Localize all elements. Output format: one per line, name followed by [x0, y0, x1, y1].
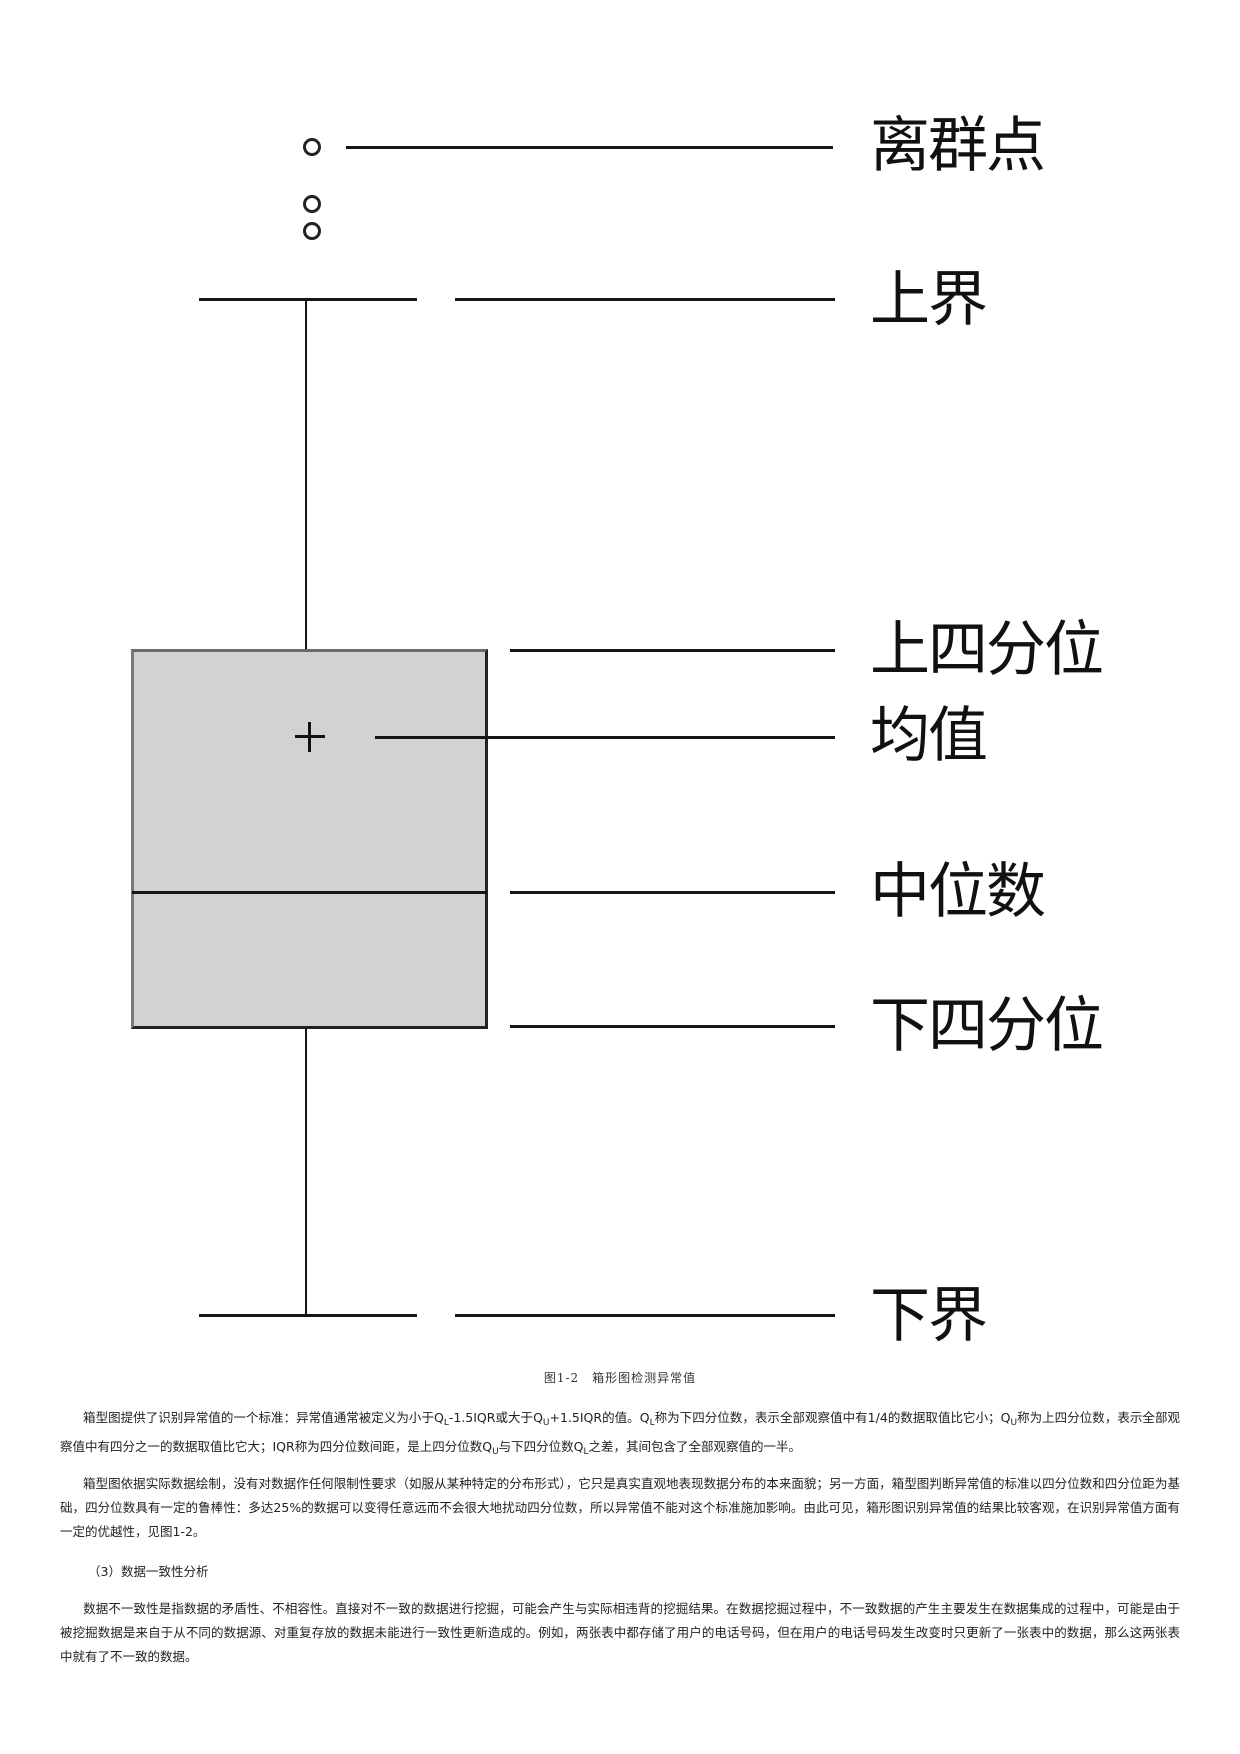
iqr-box: [131, 649, 488, 1029]
text-run: +1.5IQR的值。Q: [549, 1410, 650, 1425]
upper-whisker-cap: [199, 298, 417, 301]
subscript: L: [583, 1447, 589, 1457]
text-run: 箱型图提供了识别异常值的一个标准：异常值通常被定义为小于Q: [83, 1410, 444, 1425]
outlier-point: [303, 222, 321, 240]
figure-caption: 图1-2 箱形图检测异常值: [543, 1371, 697, 1385]
label-outlier: 离群点: [870, 111, 1046, 181]
upper-bound-leader-line: [455, 298, 835, 301]
label-upper-bound: 上界: [870, 265, 988, 335]
label-upper-quartile: 上四分位: [870, 615, 1104, 685]
outlier-point: [303, 195, 321, 213]
label-mean: 均值: [870, 701, 988, 771]
subscript: U: [1010, 1418, 1018, 1428]
text-run: 数据不一致性是指数据的矛盾性、不相容性。直接对不一致的数据进行挖掘，可能会产生与…: [60, 1601, 1180, 1664]
lower-whisker: [305, 1028, 307, 1315]
text-run: 称为上四分位数，表示全部观察值中有四分之一的数据取值比它大；IQR称为四分位数间…: [60, 1410, 1180, 1454]
lower-bound-leader-line: [455, 1314, 835, 1317]
upper-quartile-leader-line: [510, 649, 835, 652]
text-run: 之差，其间包含了全部观察值的一半。: [588, 1439, 802, 1454]
mean-marker-icon: [295, 722, 325, 752]
text-run: -1.5IQR或大于Q: [448, 1410, 543, 1425]
median-leader-line: [510, 891, 835, 894]
lower-whisker-cap: [199, 1314, 417, 1317]
label-median: 中位数: [870, 857, 1046, 927]
subscript: L: [649, 1418, 655, 1428]
lower-quartile-leader-line: [510, 1025, 835, 1028]
text-run: 称为下四分位数，表示全部观察值中有1/4的数据取值比它小；Q: [654, 1410, 1011, 1425]
section-heading-data-consistency: （3）数据一致性分析: [88, 1564, 209, 1579]
boxplot-figure: 离群点 上界 上四分位 均值 中位数 下四分位 下界: [131, 111, 1104, 1351]
subscript: L: [443, 1418, 449, 1428]
subscript: U: [542, 1418, 550, 1428]
paragraph-data-inconsistency: 数据不一致性是指数据的矛盾性、不相容性。直接对不一致的数据进行挖掘，可能会产生与…: [60, 1597, 1180, 1669]
paragraph-boxplot-robustness: 箱型图依据实际数据绘制，没有对数据作任何限制性要求（如服从某种特定的分布形式），…: [60, 1472, 1180, 1544]
upper-whisker: [305, 299, 307, 652]
median-line: [132, 891, 487, 894]
outlier-point: [303, 138, 321, 156]
paragraph-boxplot-standard: 箱型图提供了识别异常值的一个标准：异常值通常被定义为小于QL-1.5IQR或大于…: [60, 1406, 1180, 1464]
text-run: 箱型图依据实际数据绘制，没有对数据作任何限制性要求（如服从某种特定的分布形式），…: [60, 1476, 1180, 1539]
mean-leader-line: [375, 736, 835, 739]
label-lower-quartile: 下四分位: [870, 991, 1104, 1061]
outlier-leader-line: [346, 146, 833, 149]
label-lower-bound: 下界: [870, 1281, 988, 1351]
text-run: 与下四分位数Q: [498, 1439, 584, 1454]
subscript: U: [492, 1447, 499, 1457]
